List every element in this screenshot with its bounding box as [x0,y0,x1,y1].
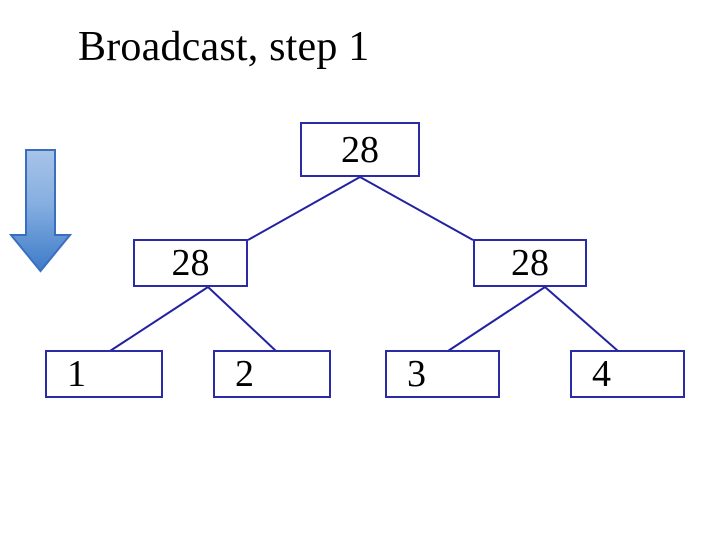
tree-node-leaf-3[interactable]: 3 [385,350,500,398]
node-value: 4 [592,353,611,395]
edge-left-to-leaf2 [207,286,277,352]
tree-node-level2-right[interactable]: 28 [473,239,587,287]
node-value: 28 [171,242,210,284]
node-value: 2 [235,353,254,395]
tree-node-leaf-1[interactable]: 1 [45,350,163,398]
edge-left-to-leaf1 [109,286,209,352]
tree-node-root[interactable]: 28 [300,122,420,177]
edge-right-to-leaf3 [447,286,546,352]
node-value: 28 [341,128,379,171]
node-value: 28 [511,242,549,284]
node-value: 1 [67,353,86,395]
tree-node-leaf-2[interactable]: 2 [213,350,331,398]
tree-node-level2-left[interactable]: 28 [133,239,248,287]
edge-root-to-left [247,176,361,241]
edge-right-to-leaf4 [544,286,619,352]
node-value: 3 [407,353,426,395]
edge-root-to-right [359,176,474,241]
down-arrow-icon [8,149,73,273]
tree-node-leaf-4[interactable]: 4 [570,350,685,398]
page-title: Broadcast, step 1 [78,24,370,70]
